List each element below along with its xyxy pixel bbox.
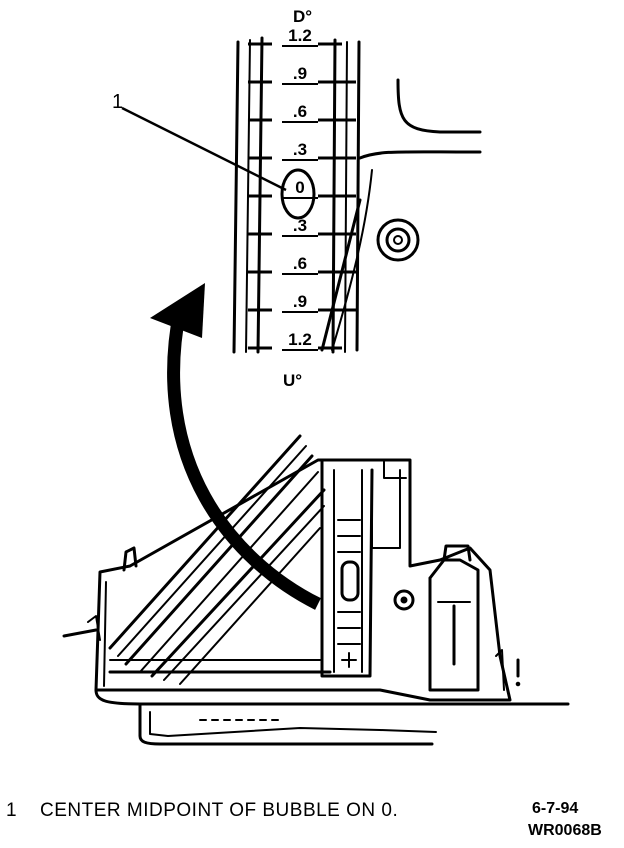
- legend-number: 1: [6, 800, 18, 821]
- scale-tick-label-5: .3: [293, 216, 307, 235]
- scale-tick-label-8: 1.2: [288, 330, 312, 349]
- curved-arrow: [150, 283, 321, 610]
- level-bubble: [280, 168, 316, 220]
- figure-date: 6-7-94: [532, 800, 579, 817]
- scale-tick-label-4: 0: [295, 178, 304, 197]
- callout-leader: [121, 106, 287, 192]
- scale-tick-label-2: .6: [293, 102, 307, 121]
- scale-top-label: D°: [293, 7, 312, 26]
- callout-number: 1: [112, 91, 123, 113]
- scale-tick-label-0: 1.2: [288, 26, 312, 45]
- scale-tick-label-1: .9: [293, 64, 307, 83]
- scale-tick-labels: 1.2 .9 .6 .3 0 .3 .6 .9 1.2: [288, 26, 312, 349]
- headlamp-aiming-device: [62, 434, 570, 746]
- scale-tick-label-3: .3: [293, 140, 307, 159]
- legend-row: 1 CENTER MIDPOINT OF BUBBLE ON 0.: [6, 800, 398, 822]
- scale-tick-label-7: .9: [293, 292, 307, 311]
- scale-bottom-label: U°: [283, 371, 302, 390]
- figure-id: WR0068B: [528, 822, 602, 839]
- scale-ticks: [247, 42, 356, 351]
- legend-text: CENTER MIDPOINT OF BUBBLE ON 0.: [40, 800, 399, 821]
- scale-tick-label-6: .6: [293, 254, 307, 273]
